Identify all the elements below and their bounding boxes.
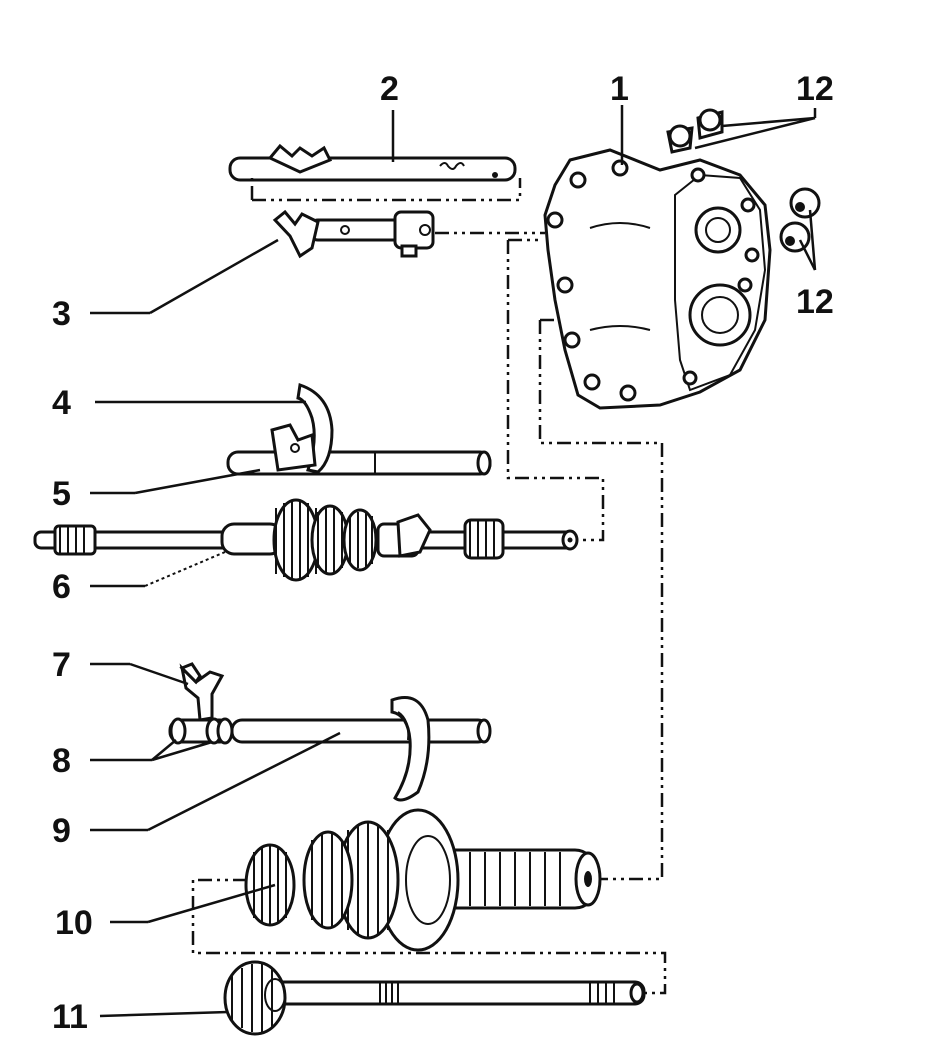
part-11-pinion-shaft (223, 960, 646, 1036)
leader-line-12a-1 (721, 116, 816, 128)
part-2-selector-rod (228, 143, 517, 182)
leader-line-8-2 (151, 740, 213, 762)
part-10-gear-cluster (244, 808, 602, 952)
leader-line-12b-1 (808, 209, 817, 271)
leader-line-6b (144, 551, 226, 587)
part-3-selector-finger (272, 209, 435, 259)
part-1-gearbox-housing (543, 148, 772, 410)
leader-line-12b-2 (798, 239, 817, 271)
callout-12-top: 12 (796, 70, 834, 108)
leader-line-5b (134, 468, 261, 495)
leader-line-7b (129, 662, 189, 686)
leader-line-3b (149, 238, 279, 315)
callout-2: 2 (380, 70, 399, 108)
alignment-lines (191, 178, 667, 995)
callout-5: 5 (52, 475, 71, 513)
callout-11: 11 (52, 998, 88, 1036)
callout-9: 9 (52, 812, 71, 850)
callout-3: 3 (52, 295, 71, 333)
leader-line-11 (99, 1010, 229, 1018)
part-6-input-shaft (33, 498, 579, 582)
part-5-shift-rod (226, 450, 492, 476)
part-8-o-rings (168, 717, 234, 745)
callout-1: 1 (610, 70, 629, 108)
part-12-plugs-top (666, 108, 724, 154)
leader-line-10b (147, 883, 276, 924)
part-7-detent-finger (179, 662, 225, 722)
leader-line-8-1 (151, 739, 177, 761)
callout-6: 6 (52, 568, 71, 606)
part-9-selector-rod (230, 696, 492, 802)
callout-10: 10 (55, 904, 93, 942)
leader-line-9b (147, 731, 341, 832)
callout-12-side: 12 (796, 283, 834, 321)
callout-4: 4 (52, 384, 71, 422)
part-4-shift-fork (270, 383, 334, 474)
callout-7: 7 (52, 646, 71, 684)
leader-line-12a-2 (694, 116, 816, 150)
callout-8: 8 (52, 742, 71, 780)
